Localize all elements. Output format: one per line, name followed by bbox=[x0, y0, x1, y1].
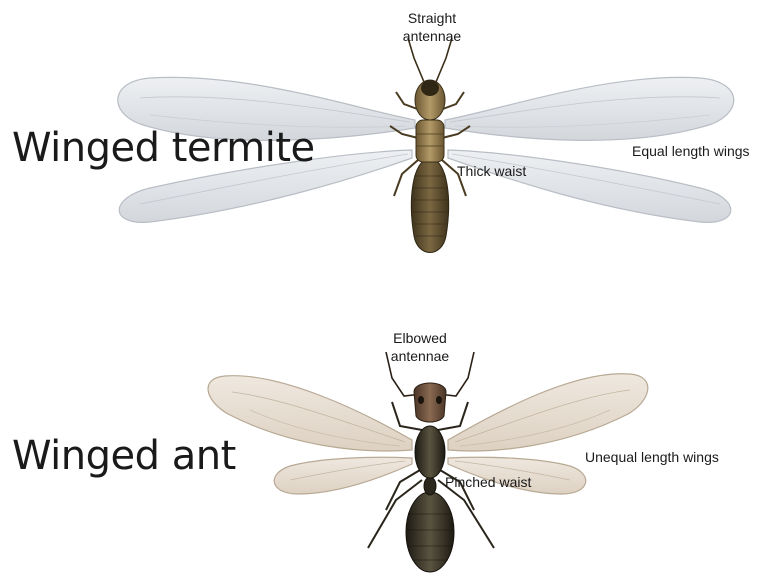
ant-waist-label: Pinched waist bbox=[445, 474, 531, 492]
termite-title: Winged termite bbox=[12, 128, 315, 168]
termite-wings-label: Equal length wings bbox=[632, 143, 750, 161]
termite-abdomen bbox=[411, 158, 448, 253]
ant-thorax bbox=[415, 426, 445, 478]
ant-hindwing-left bbox=[274, 457, 412, 494]
ant-forewing-right bbox=[448, 374, 648, 451]
termite-antennae-label-line1: Straight bbox=[396, 10, 468, 28]
ant-antennae-label-line1: Elbowed bbox=[380, 330, 460, 348]
ant-title: Winged ant bbox=[12, 436, 236, 476]
ant-forewing-left bbox=[208, 376, 412, 451]
termite-head bbox=[415, 80, 445, 120]
ant-antennae-label-line2: antennae bbox=[380, 348, 460, 366]
ant-head bbox=[414, 383, 446, 422]
termite-antennae-label-line2: antennae bbox=[396, 28, 468, 46]
termite-wing-lower-right bbox=[448, 150, 731, 222]
ant-pinched-waist bbox=[424, 477, 436, 495]
termite-wing-upper-right bbox=[445, 77, 734, 140]
ant-antennae-label: Elbowed antennae bbox=[380, 330, 460, 365]
termite-waist-label: Thick waist bbox=[457, 163, 526, 181]
ant-gaster bbox=[406, 492, 454, 572]
termite-antennae-label: Straight antennae bbox=[396, 10, 468, 45]
ant-wings-label: Unequal length wings bbox=[585, 449, 719, 467]
termite-thorax bbox=[416, 120, 444, 162]
